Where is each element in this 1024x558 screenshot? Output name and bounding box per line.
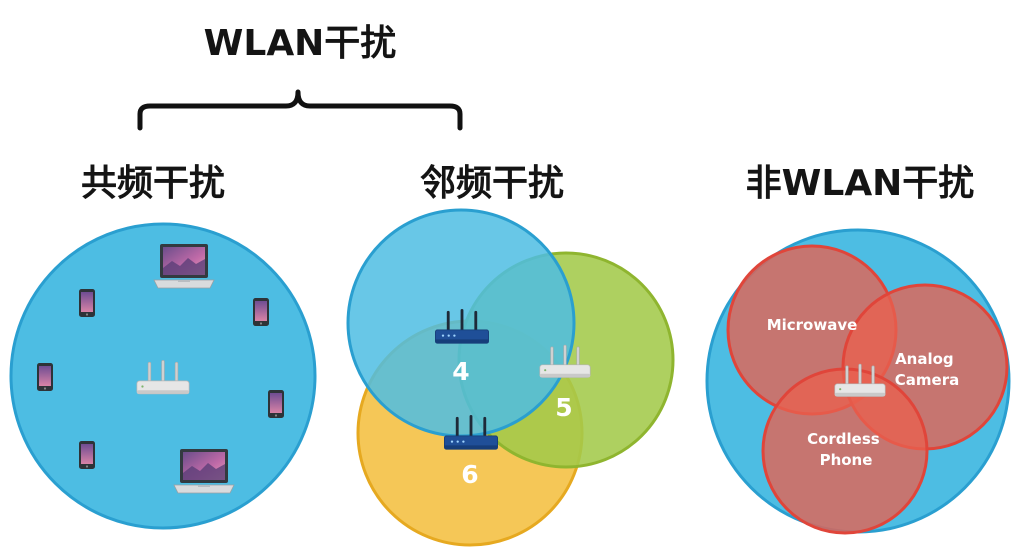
adjacent-panel: 4 5 6	[346, 208, 675, 547]
source-label-line: Phone	[820, 451, 873, 469]
cordless-phone-zone	[761, 367, 929, 535]
channel-label-6: 6	[461, 460, 478, 489]
phone-icon	[253, 298, 269, 326]
source-label-line: Analog	[895, 350, 954, 368]
source-label-analog-camera: Analog Camera	[895, 350, 959, 389]
channel-label-4: 4	[452, 357, 469, 386]
source-label-microwave: Microwave	[767, 316, 858, 334]
laptop-icon	[173, 448, 235, 494]
phone-icon	[37, 363, 53, 391]
page-title: WLAN干扰	[204, 23, 397, 64]
source-label-line: Cordless	[807, 430, 880, 448]
source-label-line: Camera	[895, 371, 959, 389]
bracket-icon	[137, 89, 463, 131]
phone-icon	[79, 441, 95, 469]
laptop-icon	[153, 243, 215, 289]
source-label-cordless-phone: Cordless Phone	[807, 430, 885, 469]
phone-icon	[268, 390, 284, 418]
non-wlan-panel: Microwave Analog Camera Cordless Phone	[705, 228, 1011, 535]
cochannel-panel	[9, 222, 317, 530]
section-label-cochannel: 共频干扰	[81, 163, 225, 204]
section-label-adjacent: 邻频干扰	[420, 163, 564, 204]
phone-icon	[79, 289, 95, 317]
channel-label-5: 5	[555, 393, 572, 422]
section-label-non-wlan: 非WLAN干扰	[746, 163, 975, 204]
